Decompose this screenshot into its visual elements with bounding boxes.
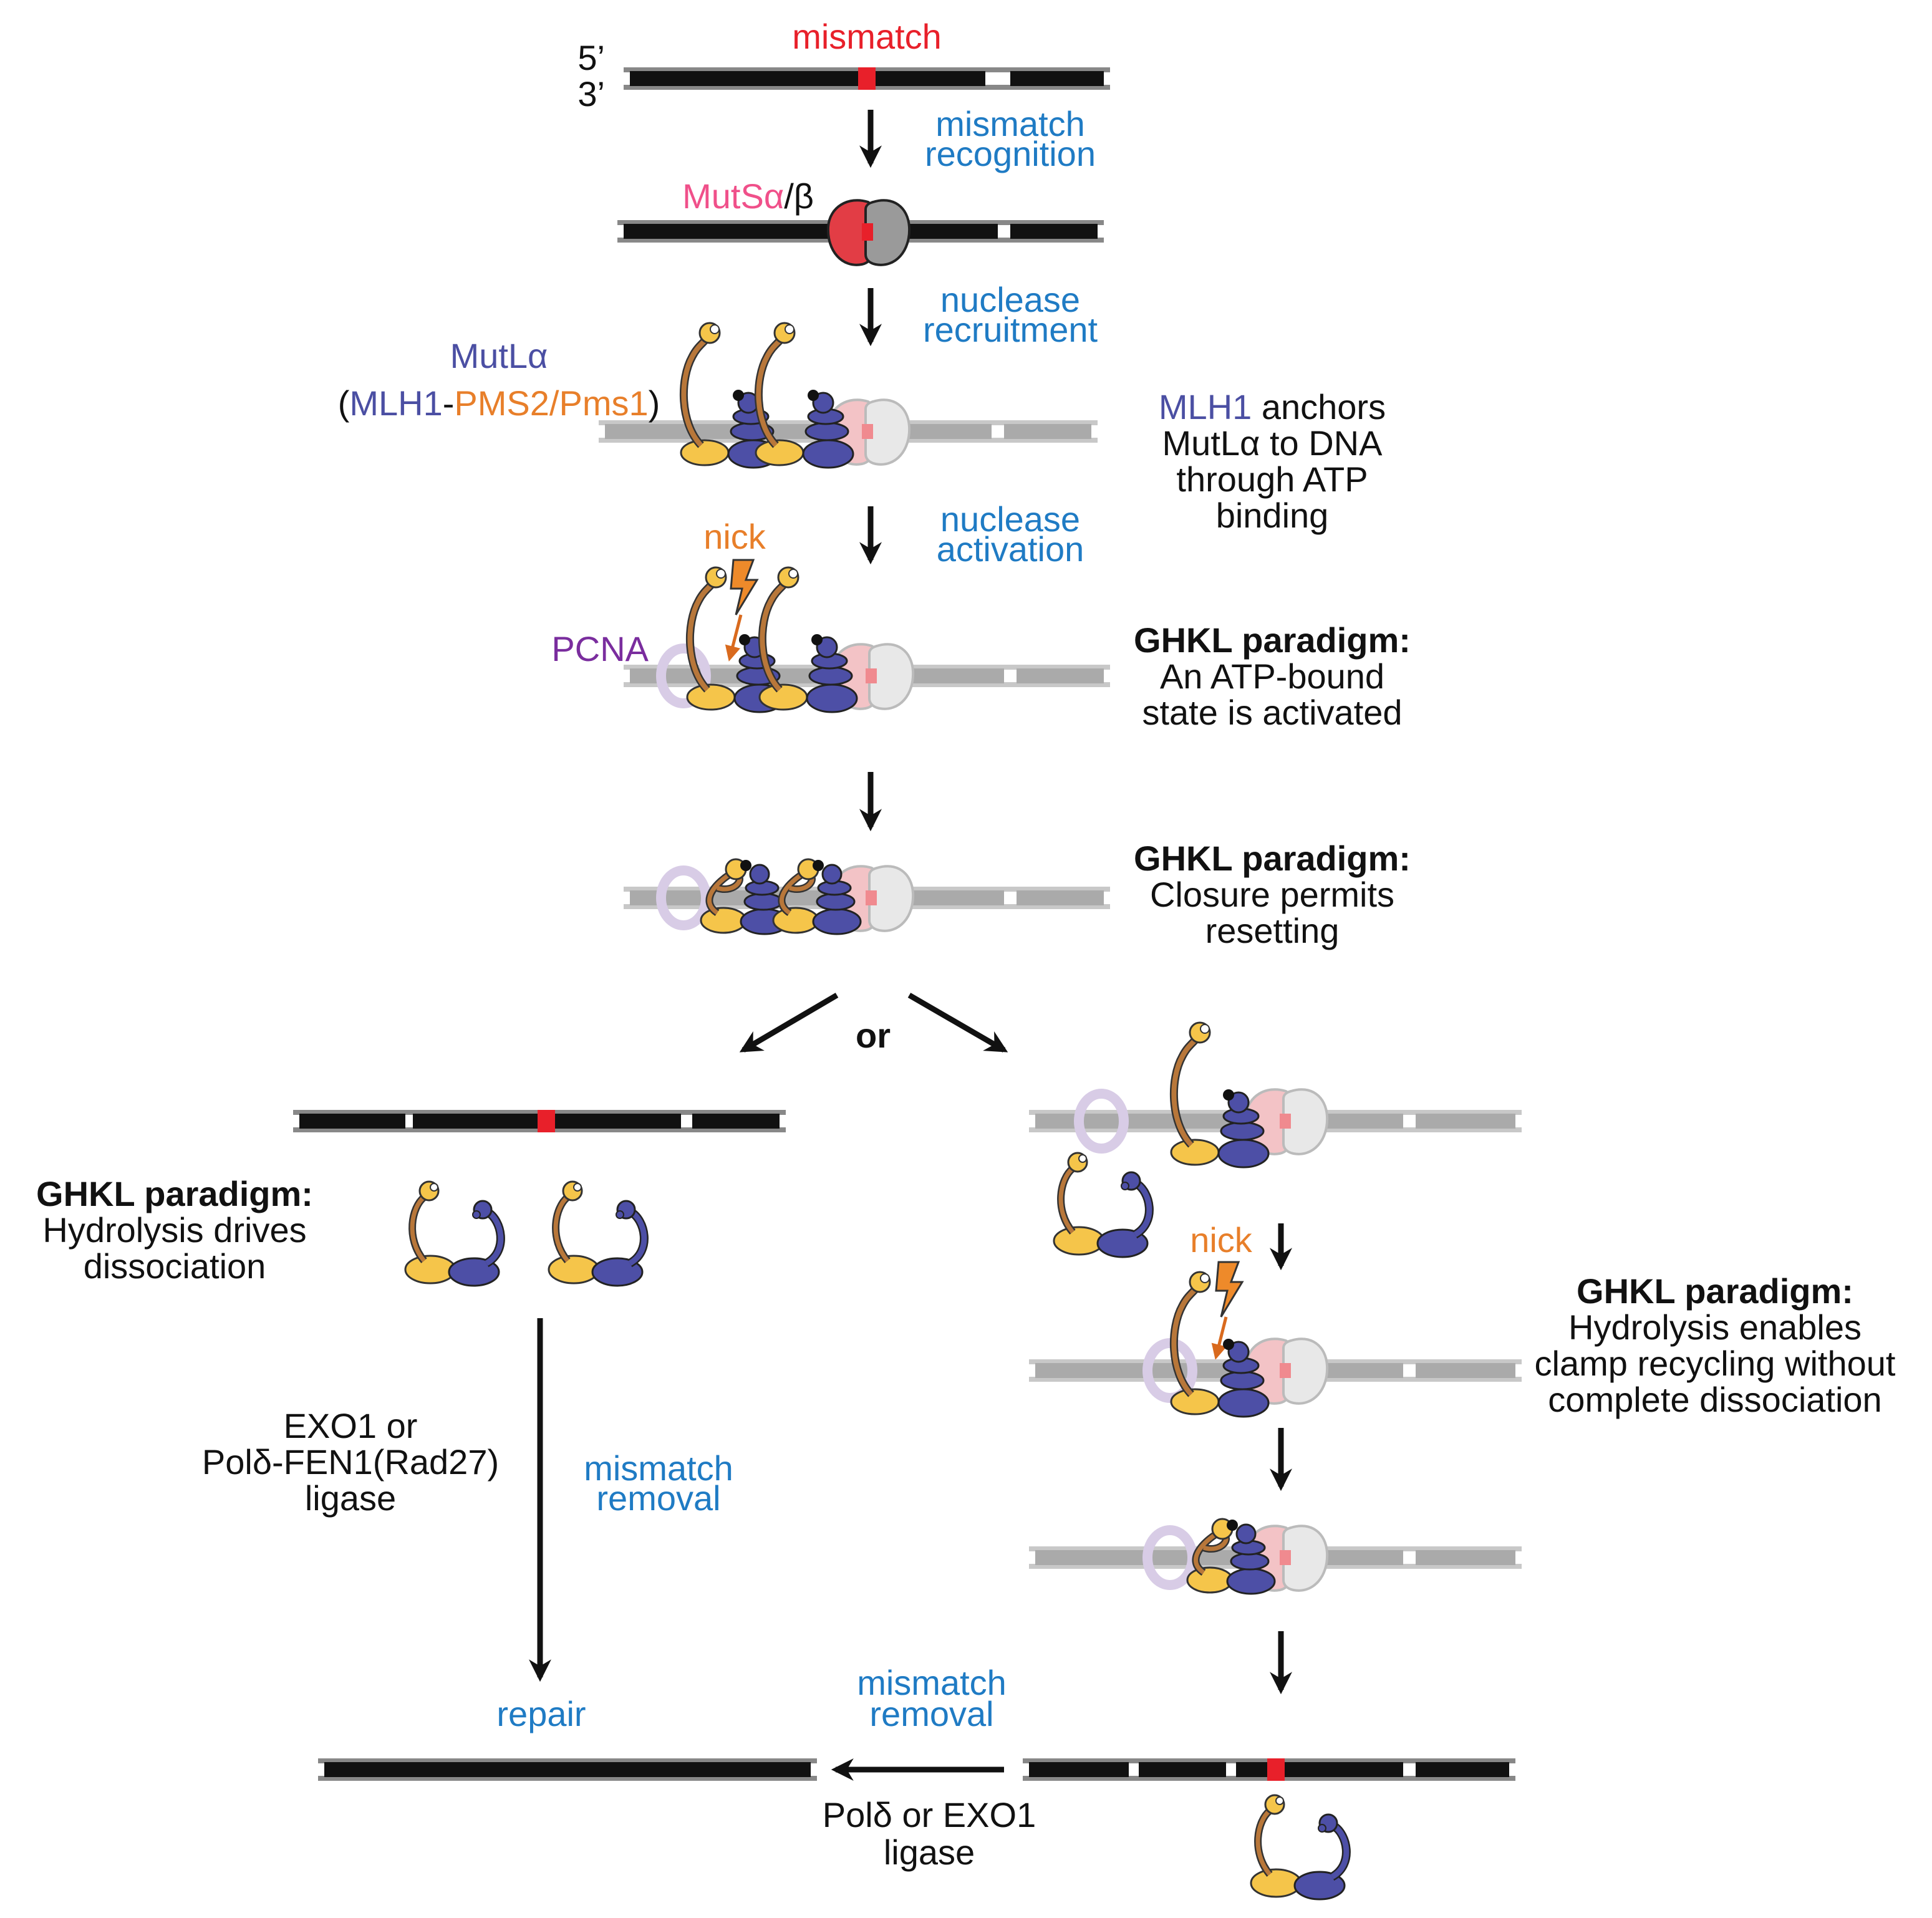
step-recognition-line-2: recognition bbox=[925, 134, 1096, 173]
dissociation-line-1: Hydrolysis drives bbox=[42, 1210, 306, 1250]
nick-label-2: nick bbox=[1190, 1220, 1253, 1260]
muts-complex bbox=[826, 199, 911, 266]
dna-bottom-right bbox=[1023, 1758, 1515, 1781]
closure-line-2: resetting bbox=[1205, 911, 1340, 950]
left-removal-line-2: removal bbox=[596, 1478, 720, 1518]
branch-arrow-left bbox=[739, 993, 839, 1053]
strand-5-label: 5’ bbox=[577, 38, 605, 77]
activated-heading: GHKL paradigm: bbox=[1134, 620, 1411, 660]
anchor-note-line-1: MLH1 anchors bbox=[1159, 387, 1386, 426]
step-recognition-line-1: mismatch bbox=[935, 104, 1085, 143]
mutl-label: MutLα bbox=[450, 336, 548, 375]
anchor-note-line-3: through ATP bbox=[1176, 460, 1368, 499]
mutl-open-2 bbox=[756, 323, 853, 468]
mutl-open-right-1 bbox=[1171, 1023, 1268, 1167]
closure-heading: GHKL paradigm: bbox=[1134, 839, 1411, 878]
anchor-note-line-2: MutLα to DNA bbox=[1162, 423, 1383, 463]
left-enzymes-line-3: ligase bbox=[305, 1478, 396, 1518]
step-recruitment-line-1: nuclease bbox=[940, 280, 1080, 319]
nick-label-1: nick bbox=[703, 517, 766, 556]
dna-mismatch-top bbox=[624, 67, 1110, 90]
mutl-free-1 bbox=[405, 1182, 501, 1286]
recycling-heading: GHKL paradigm: bbox=[1577, 1271, 1853, 1311]
anchor-note-line-4: binding bbox=[1216, 496, 1329, 535]
mutl-open-4 bbox=[760, 567, 857, 712]
bottom-enzymes-line-2: ligase bbox=[884, 1833, 975, 1872]
lightning-icon-1 bbox=[730, 559, 759, 615]
closure-line-1: Closure permits bbox=[1150, 875, 1394, 914]
mutl-free-right bbox=[1054, 1153, 1149, 1257]
recycling-line-1: Hydrolysis enables bbox=[1568, 1308, 1862, 1347]
activated-line-2: state is activated bbox=[1142, 693, 1402, 732]
strand-3-label: 3’ bbox=[577, 74, 605, 113]
activated-line-1: An ATP-bound bbox=[1160, 657, 1384, 696]
recycling-line-2: clamp recycling without bbox=[1535, 1344, 1896, 1383]
left-enzymes-line-1: EXO1 or bbox=[284, 1406, 418, 1445]
mutl-free-2 bbox=[549, 1182, 644, 1286]
mismatch-label: mismatch bbox=[792, 17, 942, 56]
bottom-enzymes-line-1: Polδ or EXO1 bbox=[823, 1795, 1036, 1834]
mutl-free-bottom bbox=[1251, 1795, 1346, 1899]
left-removal-line-1: mismatch bbox=[584, 1448, 733, 1488]
dissociation-heading: GHKL paradigm: bbox=[36, 1174, 313, 1213]
left-enzymes-line-2: Polδ-FEN1(Rad27) bbox=[202, 1442, 499, 1482]
step-activation-line-2: activation bbox=[937, 529, 1084, 569]
dissociation-line-2: dissociation bbox=[84, 1246, 266, 1286]
nick-arrow-2 bbox=[1211, 1316, 1228, 1360]
nick-arrow-1 bbox=[725, 614, 743, 662]
recycling-line-3: complete dissociation bbox=[1548, 1380, 1881, 1419]
bottom-removal-line-1: mismatch bbox=[857, 1663, 1007, 1702]
repair-label: repair bbox=[496, 1694, 586, 1733]
step-activation-line-1: nuclease bbox=[940, 499, 1080, 539]
bottom-removal-line-2: removal bbox=[869, 1694, 993, 1733]
branch-arrow-right bbox=[907, 993, 1008, 1053]
muts-label: MutSα/β bbox=[682, 176, 814, 216]
pcna-label: PCNA bbox=[551, 629, 649, 668]
mutl-composition-label: (MLH1-PMS2/Pms1) bbox=[338, 383, 660, 423]
lightning-icon-2 bbox=[1215, 1261, 1244, 1318]
dna-repaired bbox=[318, 1758, 817, 1781]
step-recruitment-line-2: recruitment bbox=[923, 310, 1098, 349]
or-label: or bbox=[856, 1016, 891, 1055]
dna-left-branch bbox=[293, 1110, 786, 1132]
